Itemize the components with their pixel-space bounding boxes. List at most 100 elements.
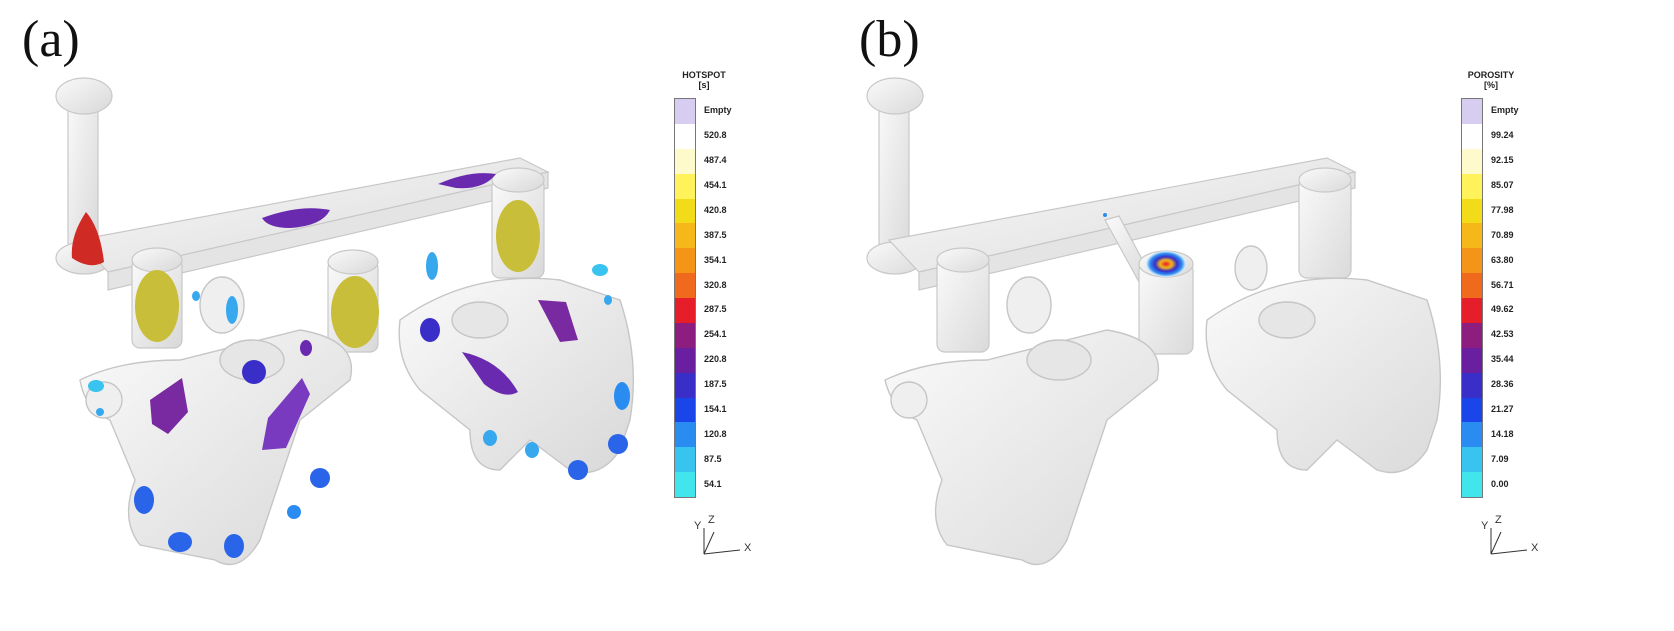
legend-swatch: [1462, 148, 1482, 174]
risers: [936, 167, 1352, 355]
legend-swatch: [675, 447, 695, 473]
legend-title-line2: [s]: [698, 80, 710, 90]
axis-z-label: Z: [1495, 514, 1502, 526]
legend-swatch: [1462, 347, 1482, 373]
legend-tick-label: 254.1: [704, 329, 727, 340]
legend-swatch: [1462, 198, 1482, 224]
axis-x-label: X: [744, 542, 752, 554]
axis-x-label: X: [1531, 542, 1539, 554]
legend-swatch: [1462, 123, 1482, 149]
legend-tick-label: 354.1: [704, 254, 727, 265]
legend-swatch: [1462, 397, 1482, 423]
hotspot-regions: [71, 173, 630, 558]
legend-swatch: [675, 397, 695, 423]
legend-swatch: [675, 198, 695, 224]
legend-tick-label: Empty: [704, 105, 732, 116]
casting-model-porosity: [866, 77, 1442, 566]
legend-color-bar: [674, 98, 696, 498]
legend-swatch: [675, 248, 695, 274]
legend-tick-label: 454.1: [704, 180, 727, 191]
porosity-speck: [1103, 213, 1107, 217]
panel-a-hotspot: (a) HOTSPOT [s] Empty 520.8 487.4 454.1 420.…: [22, 11, 784, 566]
legend-tick-label: 63.80: [1491, 254, 1514, 265]
legend-swatch: [675, 99, 695, 124]
axis-triad-icon: [1490, 528, 1528, 555]
axis-y-label: Y: [1481, 520, 1489, 532]
legend-tick-label: 49.62: [1491, 304, 1514, 315]
legend-swatch: [1462, 99, 1482, 124]
legend-tick-label: 92.15: [1491, 155, 1514, 166]
axis-triad: Y Z X: [690, 514, 760, 564]
legend-tick-label: 54.1: [704, 478, 722, 489]
hotspot-yellow-3: [496, 200, 540, 272]
legend-swatch: [675, 472, 695, 497]
legend-swatch: [1462, 248, 1482, 274]
legend-tick-label: 56.71: [1491, 279, 1514, 290]
axis-triad: Y Z X: [1477, 514, 1547, 564]
axis-z-label: Z: [708, 514, 715, 526]
legend-swatch: [1462, 273, 1482, 298]
legend-swatch: [675, 223, 695, 249]
legend-title: HOTSPOT [s]: [674, 70, 734, 90]
porosity-spot: [1146, 251, 1186, 277]
legend-swatch: [675, 347, 695, 373]
legend-tick-label: 287.5: [704, 304, 727, 315]
legend-tick-label: 87.5: [704, 453, 722, 464]
legend-tick-label: 320.8: [704, 279, 727, 290]
legend-hotspot: HOTSPOT [s] Empty 520.8 487.4 454.1 420.8 387…: [674, 70, 784, 500]
hotspot-red: [71, 212, 104, 266]
panel-label: (b): [859, 11, 920, 68]
legend-swatch: [675, 372, 695, 398]
legend-swatch: [1462, 447, 1482, 473]
legend-title-line1: POROSITY: [1467, 70, 1515, 80]
legend-tick-label: 70.89: [1491, 229, 1514, 240]
legend-swatch: [1462, 422, 1482, 448]
legend-color-bar: [1461, 98, 1483, 498]
legend-tick-label: 85.07: [1491, 180, 1514, 191]
legend-title: POROSITY [%]: [1461, 70, 1521, 90]
legend-tick-label: 387.5: [704, 229, 727, 240]
legend-tick-label: 154.1: [704, 403, 727, 414]
legend-swatch: [675, 173, 695, 199]
legend-tick-label: 7.09: [1491, 453, 1509, 464]
legend-swatch: [1462, 472, 1482, 497]
panel-label: (a): [22, 11, 80, 68]
legend-swatch: [675, 148, 695, 174]
axis-y-label: Y: [694, 520, 702, 532]
legend-swatch: [1462, 322, 1482, 348]
casting-model-hotspot: [55, 77, 635, 566]
legend-tick-label: 187.5: [704, 379, 727, 390]
legend-swatch: [1462, 173, 1482, 199]
legend-swatch: [675, 422, 695, 448]
legend-tick-label: 42.53: [1491, 329, 1514, 340]
legend-title-line1: HOTSPOT: [682, 70, 726, 80]
legend-title-line2: [%]: [1484, 80, 1498, 90]
legend-tick-label: 14.18: [1491, 428, 1514, 439]
legend-tick-label: 28.36: [1491, 379, 1514, 390]
legend-tick-label: 220.8: [704, 354, 727, 365]
legend-tick-label: 21.27: [1491, 403, 1514, 414]
legend-tick-label: 99.24: [1491, 130, 1514, 141]
legend-swatch: [1462, 298, 1482, 323]
legend-tick-label: 520.8: [704, 130, 727, 141]
legend-tick-label: 120.8: [704, 428, 727, 439]
legend-tick-label: 77.98: [1491, 204, 1514, 215]
panel-b-porosity: (b) POROSITY [%] Empty 99.24 92.15 85.07 77.…: [837, 0, 1674, 631]
knuckle-castings: [884, 245, 1442, 566]
legend-tick-label: Empty: [1491, 105, 1519, 116]
legend-swatch: [675, 123, 695, 149]
legend-swatch: [1462, 372, 1482, 398]
hotspot-yellow-2: [331, 276, 379, 348]
sprue: [866, 77, 924, 275]
legend-swatch: [675, 273, 695, 298]
legend-tick-label: 487.4: [704, 155, 727, 166]
legend-tick-label: 420.8: [704, 204, 727, 215]
legend-swatch: [675, 298, 695, 323]
legend-swatch: [675, 322, 695, 348]
legend-tick-label: 35.44: [1491, 354, 1514, 365]
legend-porosity: POROSITY [%] Empty 99.24 92.15 85.07 77.98 70…: [1461, 70, 1571, 500]
legend-tick-label: 0.00: [1491, 478, 1509, 489]
legend-swatch: [1462, 223, 1482, 249]
hotspot-yellow-1: [135, 270, 179, 342]
axis-triad-icon: [703, 528, 741, 555]
